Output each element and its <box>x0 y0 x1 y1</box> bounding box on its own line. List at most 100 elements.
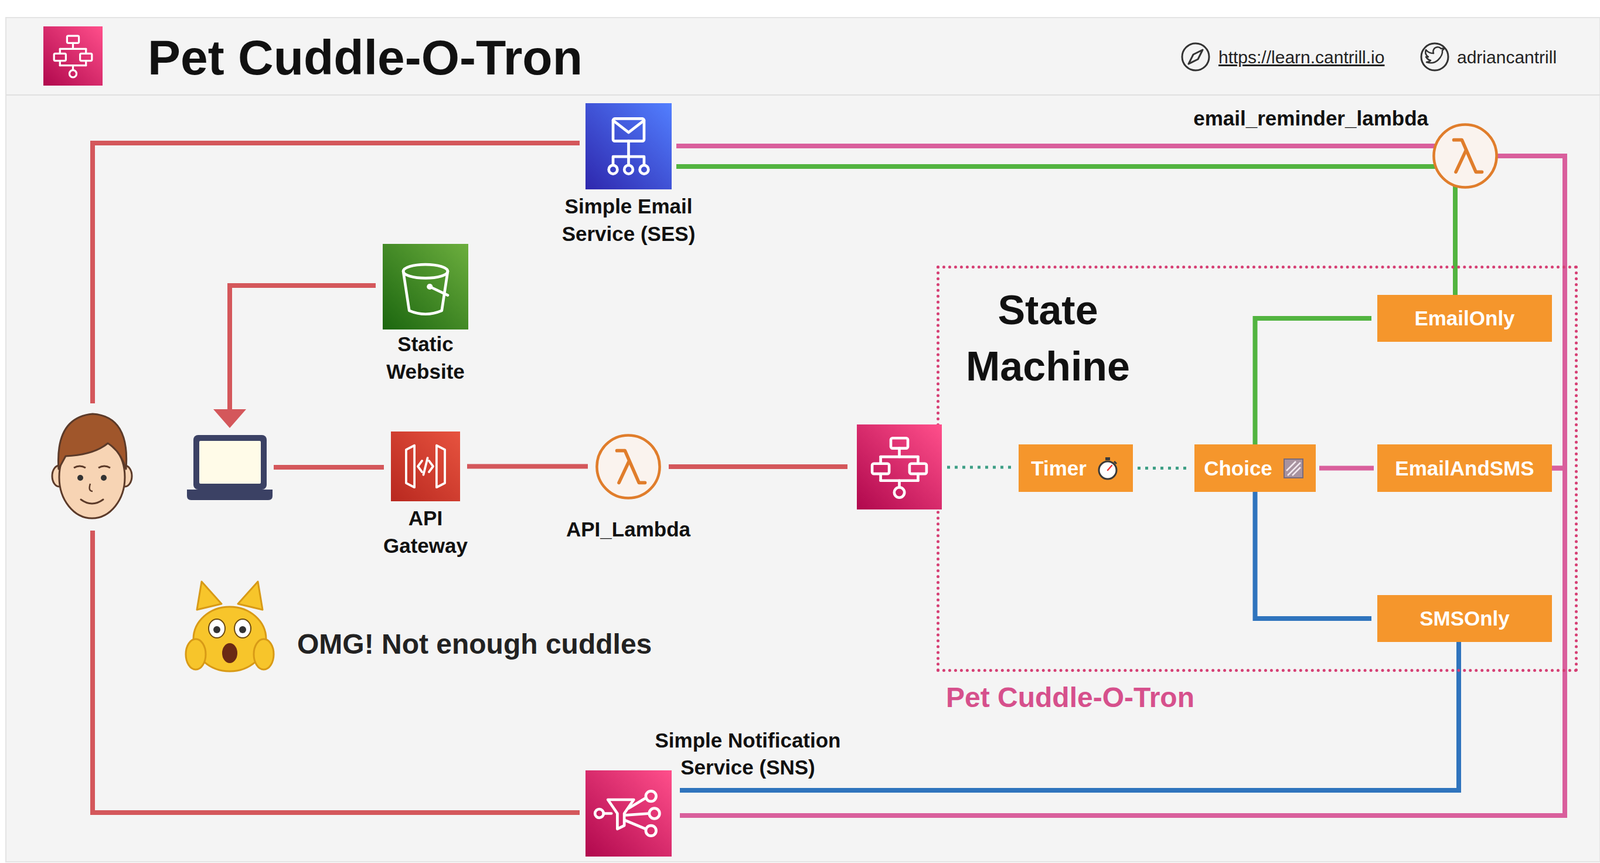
user-wires-part <box>92 530 580 813</box>
person-figure-part <box>89 483 93 492</box>
cat-emoji <box>185 581 274 672</box>
region-label-wrap: Pet Cuddle-O-Tron <box>945 680 1298 715</box>
s3-glyph-part <box>403 264 448 315</box>
s3-bucket: Static Website <box>361 243 490 391</box>
sfn-glyph <box>856 424 942 510</box>
task-state: EmailOnly <box>1377 294 1552 342</box>
lambda-icon <box>594 433 662 500</box>
service-label: API Gateway <box>372 504 479 560</box>
stopwatch-glyph-part <box>1098 461 1117 479</box>
state-label: SMSOnly <box>1419 606 1510 631</box>
s3-glyph <box>382 243 469 330</box>
dotted-link <box>947 465 1014 469</box>
diagram-title: Pet Cuddle-O-Tron <box>147 28 583 87</box>
choice-glyph-part <box>1287 462 1301 476</box>
title-icon-part <box>53 53 66 61</box>
connector <box>1255 491 1373 619</box>
arrow-head <box>213 409 247 428</box>
lambda-function: API_Lambda <box>557 433 699 545</box>
title-icon-part <box>59 48 86 50</box>
connector <box>467 464 588 469</box>
node-label-wrap: Static Website <box>361 329 490 386</box>
ses-glyph-part <box>608 165 618 175</box>
state-label: EmailOnly <box>1414 305 1515 331</box>
person-figure-part <box>58 413 127 469</box>
sfn-glyph-part <box>856 424 942 510</box>
region-caption: Pet Cuddle-O-Tron <box>945 680 1298 715</box>
laptop-figure-part <box>186 489 273 500</box>
cat-emoji-part <box>253 638 274 670</box>
stopwatch-glyph-part <box>1105 457 1111 461</box>
apigw-glyph-part <box>423 457 428 475</box>
ses-glyph <box>585 103 672 190</box>
url-link: https://learn.cantrill.io <box>1218 45 1385 69</box>
lambda-glyph-part <box>596 434 660 498</box>
cat-emoji-part <box>196 581 222 610</box>
stopwatch-glyph <box>1094 455 1121 482</box>
sfn-icon <box>856 424 942 510</box>
stopwatch-glyph-part <box>1107 465 1112 471</box>
sfn-glyph-part <box>880 455 919 459</box>
timer-state: Timer <box>1018 444 1133 492</box>
apigw-glyph-part <box>417 460 422 472</box>
apigw-glyph-part <box>436 445 445 488</box>
compass-icon-part <box>1182 43 1210 71</box>
cat-emoji-part <box>222 642 238 663</box>
person-figure-part <box>98 465 111 468</box>
sns-glyph-part <box>645 790 657 802</box>
cat-emoji-part <box>213 625 221 633</box>
label-wrap: https://learn.cantrill.io <box>1218 45 1385 69</box>
label-wrap: adriancantrill <box>1456 45 1557 69</box>
ses-glyph-part <box>613 120 645 133</box>
choice-glyph <box>1280 455 1307 482</box>
sns-glyph-part <box>649 808 660 819</box>
title-icon-part <box>80 53 93 61</box>
cat-caption: OMG! Not enough cuddles <box>297 625 652 663</box>
sfn-glyph-part <box>894 487 905 497</box>
apigw-glyph <box>390 431 461 502</box>
lambda-icon <box>1431 122 1499 190</box>
s3-glyph-part <box>403 264 448 278</box>
sns-glyph-part <box>603 811 612 815</box>
sns-glyph <box>585 770 672 857</box>
person-figure <box>52 413 132 519</box>
cat-emoji-part <box>208 618 226 638</box>
apigw-glyph-part <box>429 460 434 472</box>
sfn-glyph-part <box>872 463 890 474</box>
ses-glyph-part <box>640 165 649 175</box>
timer-mini-icon <box>1094 455 1121 482</box>
person-figure-part <box>100 474 107 481</box>
title-icon <box>43 26 103 86</box>
person-figure-part <box>73 465 86 468</box>
lambda-function: email_reminder_lambda <box>1166 103 1501 192</box>
sns-glyph-part <box>645 825 657 836</box>
connector <box>676 164 1438 169</box>
connector <box>1137 466 1190 470</box>
node-label-wrap: Simple Notification Service (SNS) <box>639 726 857 781</box>
choice-glyph-part <box>1284 458 1303 478</box>
region-heading: State Machine <box>948 281 1148 395</box>
state-machine-region: State MachinePet Cuddle-O-TronTimerChoic… <box>936 265 1578 672</box>
lambda-glyph-part <box>618 461 629 483</box>
person-figure-part <box>80 499 104 504</box>
cat-emoji-part <box>239 625 247 633</box>
lambda-glyph <box>594 433 662 500</box>
sns-glyph-part <box>585 770 672 857</box>
s3-glyph-part <box>426 283 433 290</box>
title-icon-part <box>53 35 93 78</box>
sns-topic: Simple Notification Service (SNS) <box>585 726 856 857</box>
ses-glyph-part <box>627 141 631 157</box>
sfn-glyph-part <box>872 437 927 498</box>
choice-state: Choice <box>1194 444 1316 492</box>
ses-glyph-part <box>624 165 633 175</box>
user-wires-part <box>92 143 580 404</box>
connector <box>676 143 1437 149</box>
lambda-glyph-part <box>1433 124 1497 187</box>
user-wires-part <box>273 464 384 470</box>
service-label: email_reminder_lambda <box>1166 105 1429 132</box>
twitter-icon <box>1421 43 1449 71</box>
title-icon-part <box>69 70 77 78</box>
lambda-glyph-part <box>617 450 646 483</box>
api-gateway: API Gateway <box>372 431 479 564</box>
laptop-figure <box>186 434 273 500</box>
